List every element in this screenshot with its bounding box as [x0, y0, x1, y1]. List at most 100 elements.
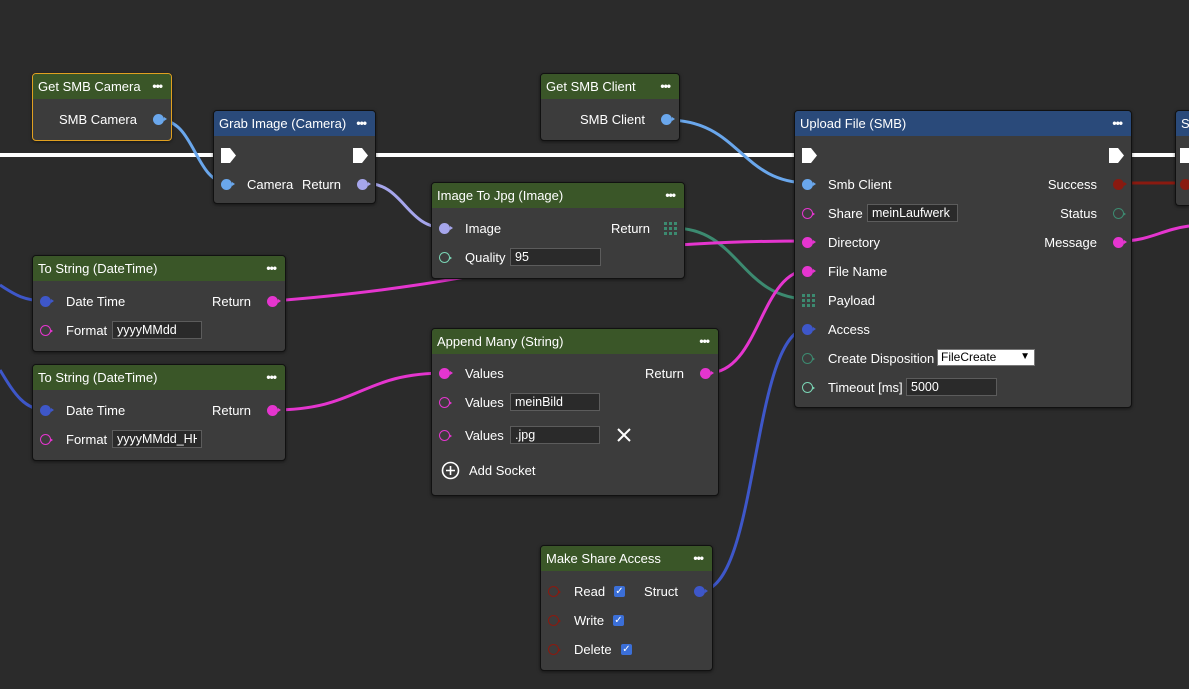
input-socket[interactable] [40, 296, 54, 307]
pin-row [1176, 175, 1189, 195]
exec-out-icon[interactable] [1109, 148, 1124, 163]
node-to-string-2[interactable]: To String (DateTime)••• Date Time Return… [32, 364, 286, 461]
add-socket-button[interactable]: Add Socket [432, 461, 718, 481]
input-socket[interactable] [548, 644, 561, 655]
input-label: Date Time [66, 403, 126, 418]
input-socket[interactable] [439, 223, 453, 234]
input-socket[interactable] [802, 353, 815, 364]
input-socket[interactable] [439, 252, 452, 263]
node-header[interactable]: Upload File (SMB)••• [795, 111, 1131, 136]
close-icon[interactable] [617, 428, 631, 442]
pin-row: Values [432, 426, 718, 446]
format-input[interactable] [112, 321, 202, 339]
input-label: Payload [828, 293, 875, 308]
input-socket[interactable] [221, 179, 235, 190]
value-input[interactable] [510, 393, 600, 411]
exec-in-icon[interactable] [221, 148, 236, 163]
quality-input[interactable] [510, 248, 601, 266]
input-socket[interactable] [802, 179, 816, 190]
input-socket[interactable] [439, 368, 453, 379]
exec-out-icon[interactable] [353, 148, 368, 163]
pin-row: File Name [795, 262, 1131, 282]
value-input[interactable] [510, 426, 600, 444]
input-socket[interactable] [802, 208, 815, 219]
output-socket[interactable] [267, 296, 281, 307]
more-icon[interactable]: ••• [665, 188, 676, 202]
more-icon[interactable]: ••• [152, 79, 163, 93]
node-partial-right[interactable]: S [1175, 110, 1189, 206]
node-header[interactable]: To String (DateTime)••• [33, 256, 285, 281]
output-label: Return [211, 403, 251, 418]
node-header[interactable]: S [1176, 111, 1189, 136]
input-socket[interactable] [802, 324, 816, 335]
node-to-string-1[interactable]: To String (DateTime)••• Date Time Return… [32, 255, 286, 352]
more-icon[interactable]: ••• [1112, 116, 1123, 130]
input-socket[interactable] [802, 382, 815, 393]
input-socket[interactable] [40, 325, 53, 336]
output-label: Success [1047, 177, 1097, 192]
timeout-input[interactable] [906, 378, 997, 396]
input-socket[interactable] [802, 266, 816, 277]
output-socket[interactable] [1113, 179, 1127, 190]
pin-row: Values Return [432, 364, 718, 384]
node-title: Get SMB Camera [38, 79, 141, 94]
exec-in-icon[interactable] [1180, 148, 1189, 163]
input-socket[interactable] [548, 586, 561, 597]
node-header[interactable]: Grab Image (Camera)••• [214, 111, 375, 136]
node-header[interactable]: Append Many (String)••• [432, 329, 718, 354]
pin-row: Date Time Return [33, 292, 285, 312]
output-socket[interactable] [661, 114, 675, 125]
output-socket[interactable] [357, 179, 371, 190]
create-disposition-select[interactable]: FileCreate ▼ [937, 349, 1035, 366]
input-socket[interactable] [40, 405, 54, 416]
more-icon[interactable]: ••• [356, 116, 367, 130]
input-socket[interactable] [548, 615, 561, 626]
input-socket[interactable] [439, 397, 452, 408]
add-circle-icon[interactable] [441, 461, 460, 480]
read-checkbox[interactable]: ✓ [614, 586, 625, 597]
output-socket[interactable] [1113, 208, 1126, 219]
node-get-smb-camera[interactable]: Get SMB Camera••• SMB Camera [32, 73, 172, 141]
node-header[interactable]: Make Share Access ••• [541, 546, 712, 571]
exec-in-icon[interactable] [802, 148, 817, 163]
delete-checkbox[interactable]: ✓ [621, 644, 632, 655]
write-checkbox[interactable]: ✓ [613, 615, 624, 626]
input-socket[interactable] [1180, 179, 1189, 190]
node-upload-file[interactable]: Upload File (SMB)••• Smb Client Success … [794, 110, 1132, 408]
wire-values [272, 371, 447, 412]
node-append-many[interactable]: Append Many (String)••• Values Return Va… [431, 328, 719, 496]
format-input[interactable] [112, 430, 202, 448]
node-image-to-jpg[interactable]: Image To Jpg (Image)••• Image Return Qua… [431, 182, 685, 279]
more-icon[interactable]: ••• [699, 334, 710, 348]
input-label: Format [66, 432, 108, 447]
input-socket[interactable] [439, 430, 452, 441]
output-socket[interactable] [267, 405, 281, 416]
output-socket[interactable] [1113, 237, 1127, 248]
output-socket[interactable] [700, 368, 714, 379]
node-header[interactable]: Get SMB Camera ••• [33, 74, 171, 99]
binary-input-socket[interactable] [802, 294, 815, 307]
output-socket[interactable] [694, 586, 708, 597]
binary-output-socket[interactable] [664, 222, 677, 235]
node-title: Make Share Access [546, 551, 661, 566]
more-icon[interactable]: ••• [693, 551, 704, 565]
more-icon[interactable]: ••• [266, 261, 277, 275]
node-header[interactable]: Image To Jpg (Image)••• [432, 183, 684, 208]
more-icon[interactable]: ••• [266, 370, 277, 384]
node-header[interactable]: Get SMB Client••• [541, 74, 679, 99]
share-input[interactable] [867, 204, 958, 222]
wire-smb-client [666, 118, 810, 185]
output-socket[interactable] [153, 114, 167, 125]
node-header[interactable]: To String (DateTime)••• [33, 365, 285, 390]
pin-row: Read ✓ Struct [541, 582, 712, 602]
node-make-share-access[interactable]: Make Share Access ••• Read ✓ Struct Write… [540, 545, 713, 671]
node-get-smb-client[interactable]: Get SMB Client••• SMB Client [540, 73, 680, 141]
input-socket[interactable] [40, 434, 53, 445]
wire-payload [672, 226, 810, 301]
input-socket[interactable] [802, 237, 816, 248]
more-icon[interactable]: ••• [660, 79, 671, 93]
output-label: Return [301, 177, 341, 192]
exec-row [214, 146, 375, 166]
node-grab-image[interactable]: Grab Image (Camera)••• Camera Return [213, 110, 376, 204]
pin-row: Write ✓ [541, 611, 712, 631]
